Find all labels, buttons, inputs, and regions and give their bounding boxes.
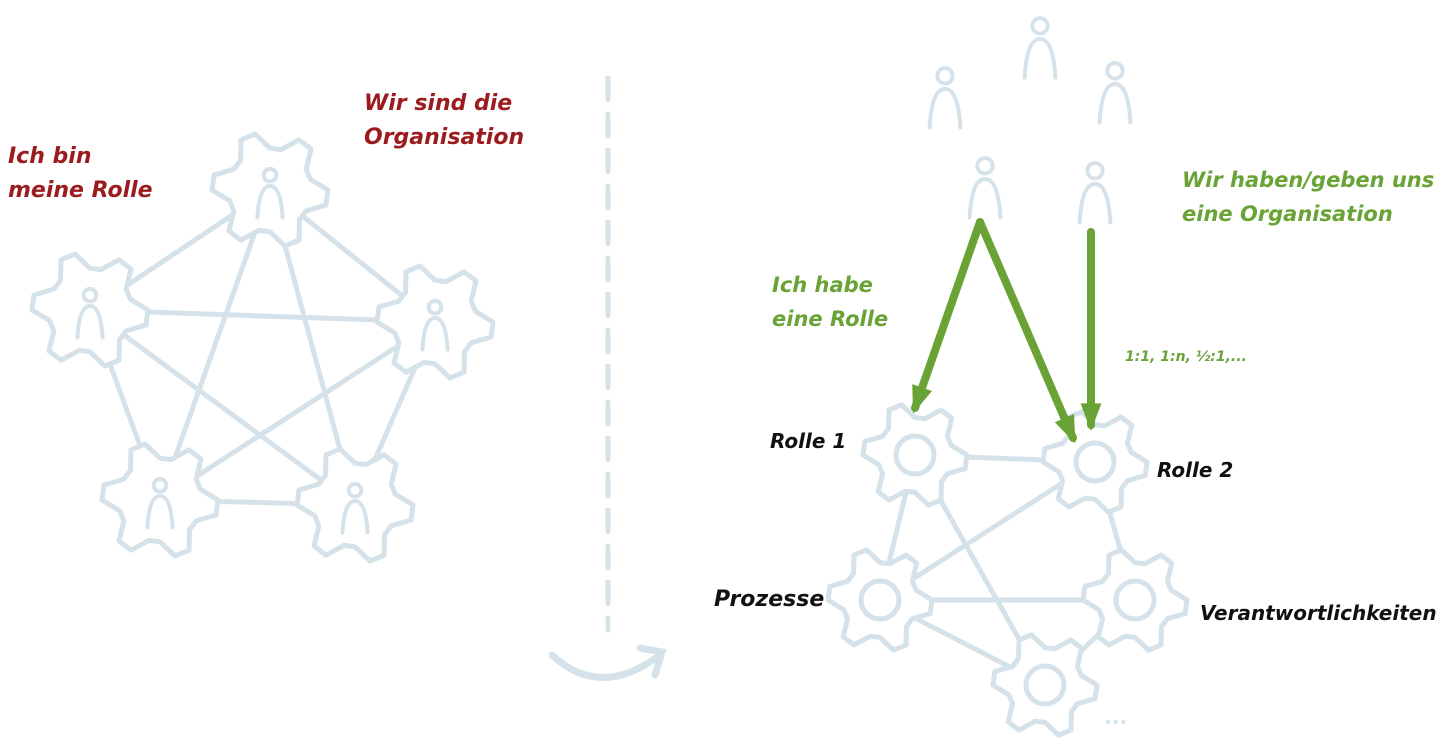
green-arrow [911, 218, 984, 412]
gear-hole [1113, 578, 1157, 622]
person-icon [927, 86, 963, 130]
network-line [87, 307, 358, 508]
gear-hole [858, 578, 902, 622]
person-icon [1097, 81, 1133, 125]
label-verantwortlichkeiten: Verantwortlichkeiten [1200, 601, 1437, 625]
network-line [157, 319, 438, 503]
gear-person-node [99, 441, 221, 559]
transition-arrow [548, 644, 667, 681]
person-icon-head [1105, 61, 1125, 81]
gear-hole [893, 433, 937, 477]
person-icon [145, 493, 175, 530]
gear-role-node [825, 547, 935, 653]
gear-person-node [29, 251, 151, 369]
person-icon-head [346, 481, 364, 499]
person-icon-head [1030, 16, 1050, 36]
green-arrow [976, 218, 1077, 442]
person-icon-head [426, 298, 444, 316]
gear-person-node [294, 446, 416, 564]
person-icon [75, 303, 105, 340]
arrow-head [1080, 403, 1102, 431]
label-prozesse: Prozesse [714, 587, 825, 612]
person-icon [255, 183, 285, 220]
label-rolle-2: Rolle 2 [1157, 458, 1234, 482]
arrow-head [912, 384, 932, 414]
gear-hole [1023, 663, 1067, 707]
person-icon-head [975, 156, 995, 176]
gear-hole [1073, 440, 1117, 484]
person-icon-head [151, 476, 169, 494]
gear-role-node [1040, 409, 1150, 515]
label-ratio: 1:1, 1:n, ½:1,... [1125, 349, 1247, 365]
gear-role-node [860, 402, 970, 508]
person-icon-head [935, 66, 955, 86]
person-icon [1077, 181, 1113, 225]
network-line [157, 187, 273, 503]
person-icon-head [261, 166, 279, 184]
arrow-head [1054, 414, 1076, 444]
gear-person-node [374, 263, 496, 381]
person-icon [967, 176, 1003, 220]
person-icon [340, 498, 370, 535]
gear-person-node [209, 131, 331, 249]
person-icon-head [81, 286, 99, 304]
person-icon [420, 315, 450, 352]
person-icon-head [1085, 161, 1105, 181]
gear-role-node [1080, 547, 1190, 653]
person-icon [1022, 36, 1058, 80]
label-rolle-1: Rolle 1 [770, 429, 847, 453]
gear-role-node [990, 632, 1100, 738]
label-more: ... [1105, 705, 1128, 729]
